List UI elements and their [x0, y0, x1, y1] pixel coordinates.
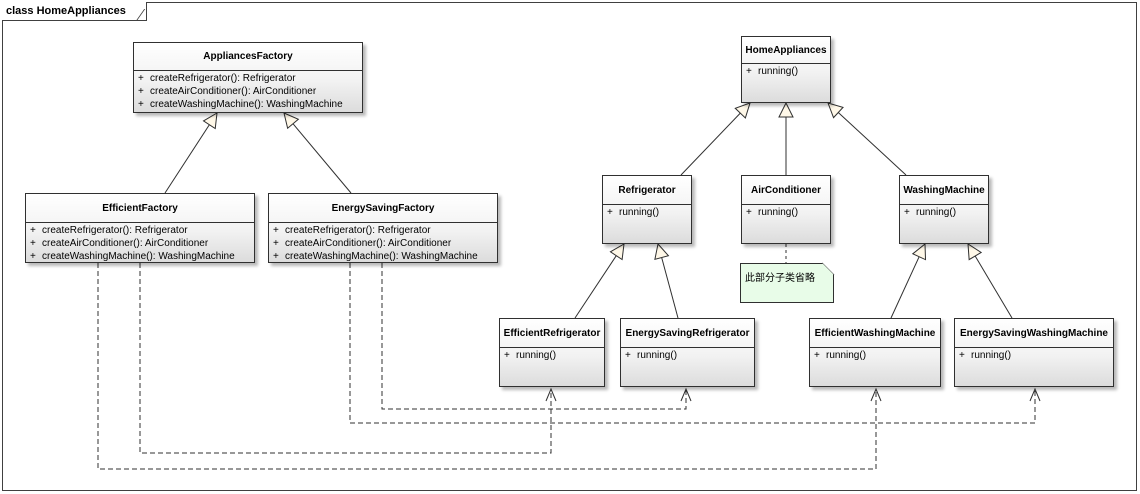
operation-signature: running() — [516, 350, 557, 361]
operation-signature: createRefrigerator(): Refrigerator — [285, 225, 431, 236]
note-airconditioner[interactable]: 此部分子类省略 — [740, 263, 834, 303]
class-name: Refrigerator — [603, 176, 691, 205]
operation[interactable]: + running() — [900, 206, 988, 219]
operation-signature: createAirConditioner(): AirConditioner — [150, 86, 317, 97]
visibility-marker: + — [138, 99, 144, 110]
operation-signature: running() — [758, 66, 799, 77]
class-appliances-factory[interactable]: AppliancesFactory + createRefrigerator(): … — [133, 42, 363, 113]
class-name: EnergySavingFactory — [269, 194, 497, 223]
visibility-marker: + — [625, 350, 631, 361]
operation[interactable]: + running() — [742, 65, 830, 78]
operations-compartment: + running() — [603, 205, 691, 219]
visibility-marker: + — [273, 251, 279, 262]
operations-compartment: + createRefrigerator(): Refrigerator + crea… — [26, 223, 254, 263]
class-energy-saving-refrigerator[interactable]: EnergySavingRefrigerator + running() — [620, 318, 755, 387]
visibility-marker: + — [607, 207, 613, 218]
operations-compartment: + createRefrigerator(): Refrigerator + crea… — [134, 71, 362, 111]
class-name: AppliancesFactory — [134, 43, 362, 71]
operation-signature: createAirConditioner(): AirConditioner — [285, 238, 452, 249]
operation-signature: createRefrigerator(): Refrigerator — [42, 225, 188, 236]
operation[interactable]: + running() — [603, 206, 691, 219]
visibility-marker: + — [30, 251, 36, 262]
operation[interactable]: + createRefrigerator(): Refrigerator — [269, 224, 497, 237]
operation-signature: running() — [971, 350, 1012, 361]
visibility-marker: + — [30, 225, 36, 236]
class-name: EfficientRefrigerator — [500, 319, 604, 348]
operation[interactable]: + createWashingMachine(): WashingMachine — [26, 250, 254, 263]
operations-compartment: + running() — [955, 348, 1113, 362]
operation[interactable]: + createAirConditioner(): AirConditioner — [269, 237, 497, 250]
class-name: EfficientFactory — [26, 194, 254, 223]
visibility-marker: + — [273, 225, 279, 236]
class-name: WashingMachine — [900, 176, 988, 205]
visibility-marker: + — [746, 66, 752, 77]
operation-signature: running() — [826, 350, 867, 361]
operations-compartment: + running() — [621, 348, 754, 362]
visibility-marker: + — [746, 207, 752, 218]
class-name: EfficientWashingMachine — [810, 319, 940, 348]
operation[interactable]: + createRefrigerator(): Refrigerator — [26, 224, 254, 237]
visibility-marker: + — [30, 238, 36, 249]
operation[interactable]: + running() — [621, 349, 754, 362]
operation[interactable]: + running() — [742, 206, 830, 219]
operations-compartment: + running() — [742, 64, 830, 78]
operation[interactable]: + createRefrigerator(): Refrigerator — [134, 72, 362, 85]
operation-signature: running() — [637, 350, 678, 361]
class-air-conditioner[interactable]: AirConditioner + running() — [741, 175, 831, 244]
class-efficient-refrigerator[interactable]: EfficientRefrigerator + running() — [499, 318, 605, 387]
operation-signature: createAirConditioner(): AirConditioner — [42, 238, 209, 249]
diagram-frame-title: class HomeAppliances — [2, 2, 147, 21]
operation[interactable]: + running() — [500, 349, 604, 362]
class-efficient-washing-machine[interactable]: EfficientWashingMachine + running() — [809, 318, 941, 387]
class-home-appliances[interactable]: HomeAppliances + running() — [741, 36, 831, 103]
operation[interactable]: + createWashingMachine(): WashingMachine — [269, 250, 497, 263]
operation[interactable]: + running() — [810, 349, 940, 362]
class-name: EnergySavingWashingMachine — [955, 319, 1113, 348]
operation-signature: running() — [916, 207, 957, 218]
operation[interactable]: + running() — [955, 349, 1113, 362]
note-text: 此部分子类省略 — [745, 273, 815, 284]
operation[interactable]: + createAirConditioner(): AirConditioner — [134, 85, 362, 98]
class-name: HomeAppliances — [742, 37, 830, 64]
visibility-marker: + — [138, 73, 144, 84]
operation-signature: createWashingMachine(): WashingMachine — [42, 251, 235, 262]
class-energy-saving-washing-machine[interactable]: EnergySavingWashingMachine + running() — [954, 318, 1114, 387]
operation-signature: createWashingMachine(): WashingMachine — [150, 99, 343, 110]
class-name: EnergySavingRefrigerator — [621, 319, 754, 348]
operations-compartment: + running() — [742, 205, 830, 219]
class-name: AirConditioner — [742, 176, 830, 205]
class-energy-saving-factory[interactable]: EnergySavingFactory + createRefrigerator()… — [268, 193, 498, 263]
operation-signature: createWashingMachine(): WashingMachine — [285, 251, 478, 262]
operations-compartment: + running() — [810, 348, 940, 362]
visibility-marker: + — [504, 350, 510, 361]
visibility-marker: + — [138, 86, 144, 97]
operation-signature: running() — [619, 207, 660, 218]
operation-signature: running() — [758, 207, 799, 218]
visibility-marker: + — [814, 350, 820, 361]
class-efficient-factory[interactable]: EfficientFactory + createRefrigerator(): R… — [25, 193, 255, 263]
class-refrigerator[interactable]: Refrigerator + running() — [602, 175, 692, 244]
operations-compartment: + running() — [500, 348, 604, 362]
operations-compartment: + running() — [900, 205, 988, 219]
operation[interactable]: + createAirConditioner(): AirConditioner — [26, 237, 254, 250]
visibility-marker: + — [273, 238, 279, 249]
visibility-marker: + — [959, 350, 965, 361]
operation-signature: createRefrigerator(): Refrigerator — [150, 73, 296, 84]
operation[interactable]: + createWashingMachine(): WashingMachine — [134, 98, 362, 111]
operations-compartment: + createRefrigerator(): Refrigerator + crea… — [269, 223, 497, 263]
visibility-marker: + — [904, 207, 910, 218]
class-washing-machine[interactable]: WashingMachine + running() — [899, 175, 989, 244]
